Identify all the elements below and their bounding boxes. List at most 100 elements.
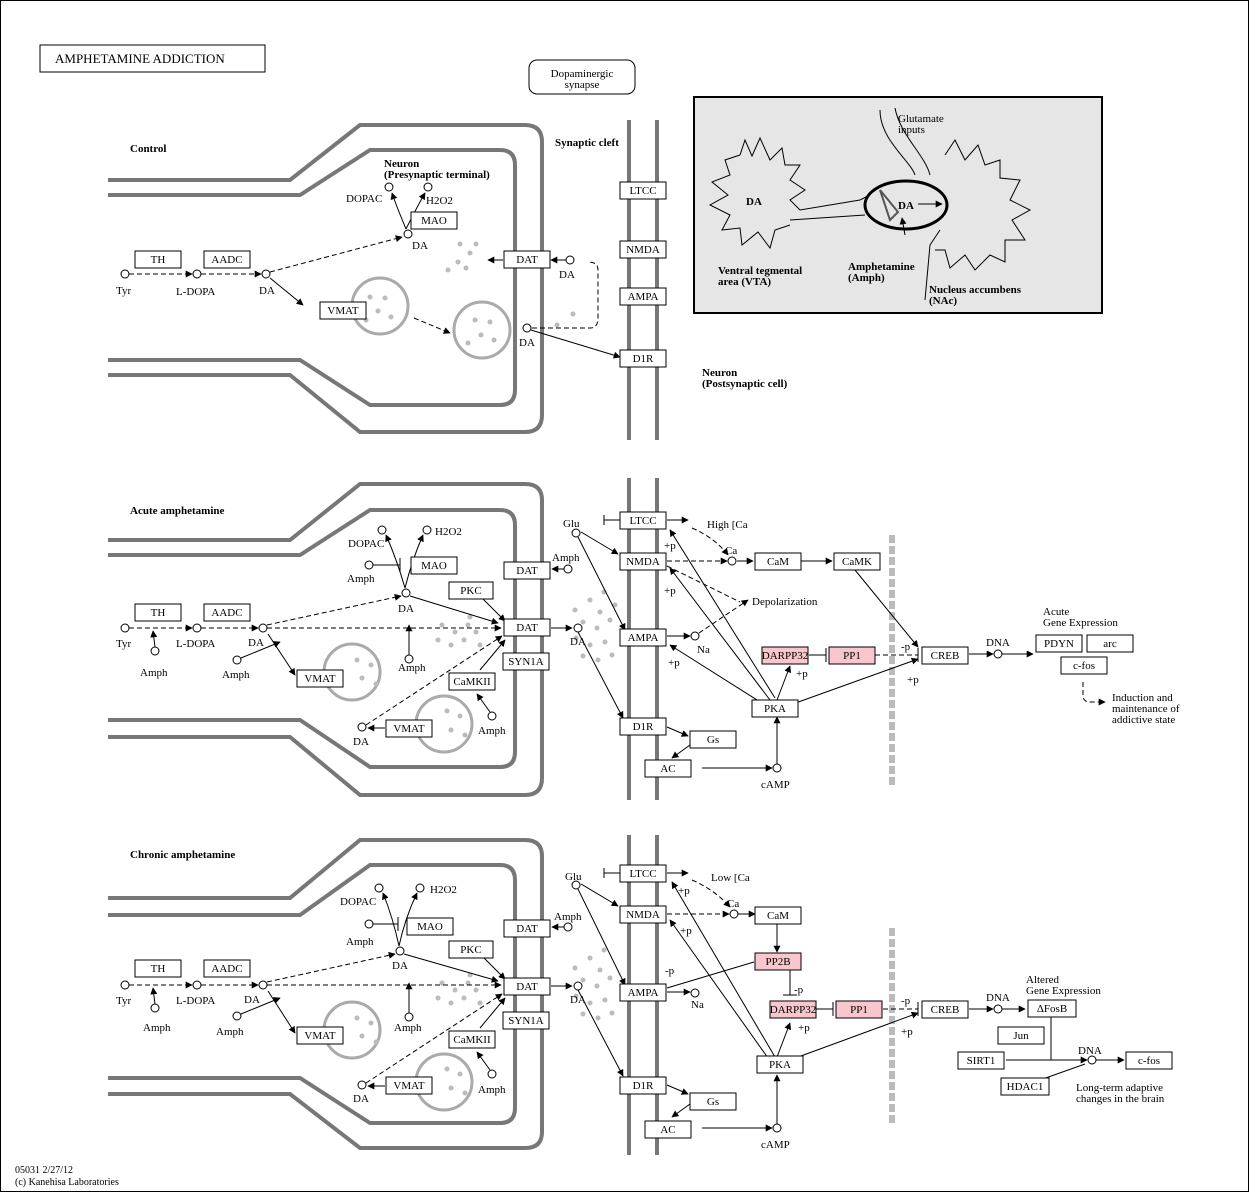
acute-depol: Depolarization [752, 596, 818, 608]
inset-nac-2: (NAc) [929, 295, 957, 307]
chronic-darpp32-box[interactable] [769, 1000, 817, 1019]
chronic-nmda-label: NMDA [626, 909, 660, 921]
acute-induction-3: addictive state [1112, 714, 1175, 726]
title-box [39, 44, 266, 73]
footer-copyright: (c) Kanehisa Laboratories [15, 1177, 119, 1188]
control-ltcc-box[interactable] [619, 181, 667, 200]
acute-na: Na [697, 644, 710, 656]
acute-pkc-label: PKC [460, 585, 481, 597]
acute-da-4: DA [353, 736, 369, 748]
chronic-sirt1-box[interactable] [957, 1051, 1005, 1070]
acute-dat-box-2[interactable] [503, 618, 551, 637]
chronic-pp2b-box[interactable] [754, 952, 802, 971]
acute-gs-box[interactable] [689, 730, 737, 749]
acute-cfos-label: c-fos [1073, 660, 1095, 672]
acute-ac-box[interactable] [644, 759, 692, 778]
chronic-aadc-box[interactable] [203, 959, 251, 978]
chronic-cfos-box[interactable] [1125, 1051, 1173, 1070]
acute-arc-box[interactable] [1086, 634, 1134, 653]
acute-camkii-label: CaMKII [453, 676, 491, 688]
chronic-pp1-box[interactable] [835, 1000, 883, 1019]
chronic-vmat-box-1[interactable] [296, 1026, 344, 1045]
chronic-ltcc-box[interactable] [619, 864, 667, 883]
chronic-pkc-box[interactable] [448, 940, 494, 959]
acute-amph-2: Amph [222, 669, 250, 681]
control-aadc-box[interactable] [203, 250, 251, 269]
chronic-pka-box[interactable] [756, 1055, 804, 1074]
acute-vmat-label-1: VMAT [304, 673, 335, 685]
acute-p-5: +p [907, 674, 919, 686]
chronic-cam-box[interactable] [754, 906, 802, 925]
page-title: AMPHETAMINE ADDICTION [55, 51, 225, 66]
inset-da-left: DA [746, 196, 762, 208]
control-mao-box[interactable] [410, 211, 458, 230]
chronic-p-1: +p [678, 885, 690, 897]
chronic-pka-label: PKA [769, 1059, 791, 1071]
control-d1r-box[interactable] [619, 349, 667, 368]
control-ampa-box[interactable] [619, 287, 667, 306]
chronic-fosb-box[interactable] [1027, 999, 1077, 1018]
acute-pdyn-box[interactable] [1035, 634, 1083, 653]
acute-pkc-box[interactable] [448, 581, 494, 600]
chronic-pp1-label: PP1 [850, 1004, 868, 1016]
acute-mao-box[interactable] [410, 556, 458, 575]
chronic-vmat-box-2[interactable] [385, 1076, 433, 1095]
acute-camk-box[interactable] [833, 552, 881, 571]
acute-darpp32-box[interactable] [761, 646, 809, 665]
acute-cfos-box[interactable] [1060, 656, 1108, 675]
chronic-d1r-box[interactable] [619, 1076, 667, 1095]
chronic-camkii-box[interactable] [448, 1030, 496, 1049]
chronic-ampa-box[interactable] [619, 983, 667, 1002]
acute-pka-box[interactable] [751, 699, 799, 718]
chronic-dopac: DOPAC [340, 896, 376, 908]
chronic-ampa-label: AMPA [628, 987, 659, 999]
control-da-4: DA [519, 337, 535, 349]
chronic-mao-box[interactable] [406, 917, 454, 936]
acute-vmat-box-2[interactable] [385, 719, 433, 738]
acute-creb-box[interactable] [921, 646, 969, 665]
inset-amph-2: (Amph) [848, 272, 885, 284]
acute-dat-box-1[interactable] [503, 561, 551, 580]
acute-aadc-box[interactable] [203, 603, 251, 622]
acute-ampa-box[interactable] [619, 628, 667, 647]
chronic-gs-box[interactable] [689, 1092, 737, 1111]
chronic-amph-6: Amph [554, 911, 582, 923]
chronic-dat-box-1[interactable] [503, 919, 551, 938]
chronic-nmda-box[interactable] [619, 905, 667, 924]
acute-da-2: DA [398, 603, 414, 615]
acute-nmda-box[interactable] [619, 552, 667, 571]
acute-camkii-box[interactable] [448, 672, 496, 691]
acute-d1r-box[interactable] [619, 717, 667, 736]
chronic-glu: Glu [565, 871, 582, 883]
acute-cam-box[interactable] [754, 552, 802, 571]
chronic-tyr: Tyr [116, 995, 131, 1007]
acute-pp1-box[interactable] [828, 646, 876, 665]
chronic-th-box[interactable] [134, 959, 182, 978]
chronic-amph-5: Amph [478, 1084, 506, 1096]
chronic-dat-label-1: DAT [516, 923, 538, 935]
acute-vmat-label-2: VMAT [393, 723, 424, 735]
control-panel: Control Synaptic cleft Neuron (Presynapt… [108, 120, 788, 440]
acute-da-3: DA [570, 636, 586, 648]
control-d1r-label: D1R [633, 353, 654, 365]
chronic-syn1a-box[interactable] [502, 1011, 550, 1030]
chronic-dat-box-2[interactable] [503, 977, 551, 996]
chronic-creb-box[interactable] [921, 1000, 969, 1019]
control-da-2: DA [412, 240, 428, 252]
acute-gene-2: Gene Expression [1043, 617, 1118, 629]
chronic-gene-2: Gene Expression [1026, 985, 1101, 997]
chronic-ac-box[interactable] [644, 1120, 692, 1139]
control-dat-box[interactable] [503, 250, 551, 269]
acute-th-box[interactable] [134, 603, 182, 622]
chronic-jun-box[interactable] [997, 1026, 1045, 1045]
acute-vmat-box-1[interactable] [296, 669, 344, 688]
chronic-ca: Ca [727, 898, 739, 910]
acute-syn1a-box[interactable] [502, 652, 550, 671]
control-vmat-box[interactable] [319, 301, 367, 320]
control-nmda-box[interactable] [619, 240, 667, 259]
chronic-p-minus-1: -p [665, 965, 675, 977]
acute-ldopa: L-DOPA [176, 638, 215, 650]
chronic-hdac1-box[interactable] [1000, 1077, 1050, 1096]
control-th-box[interactable] [134, 250, 182, 269]
acute-ltcc-box[interactable] [619, 511, 667, 530]
